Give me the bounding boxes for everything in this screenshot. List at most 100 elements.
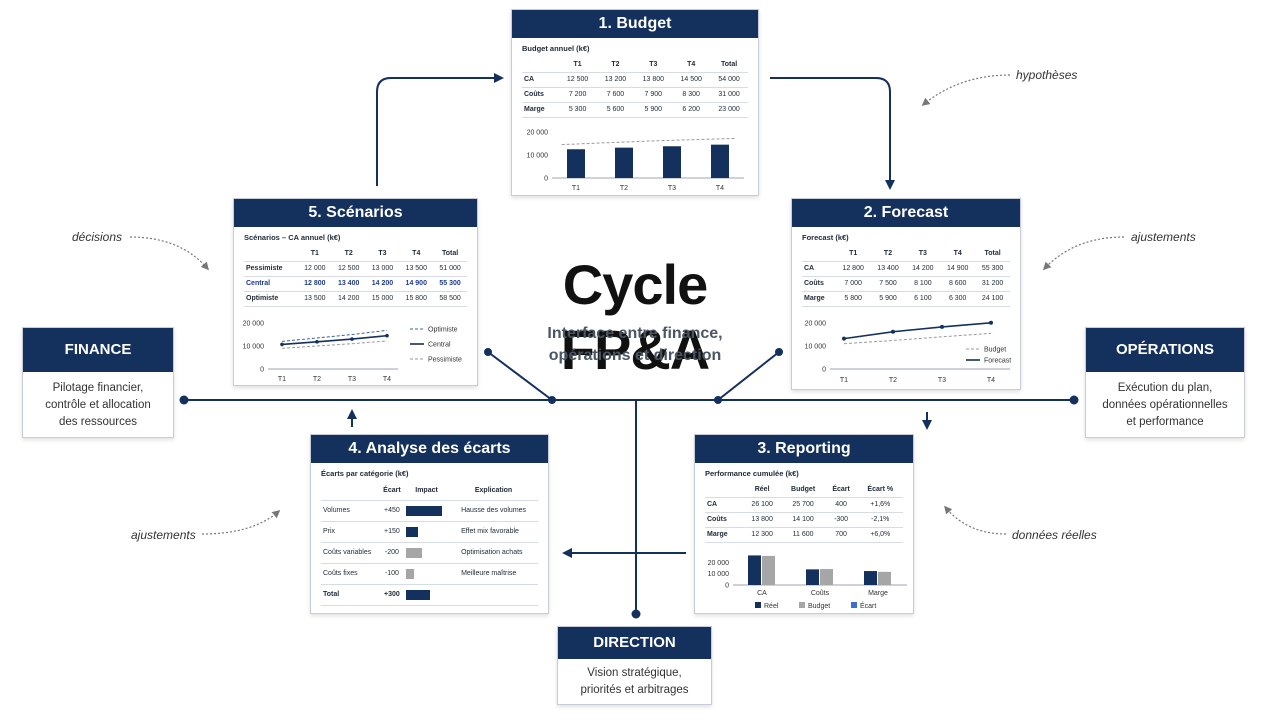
budget-header: T2 — [596, 57, 635, 73]
reporting-header: Réel — [742, 482, 782, 498]
table-cell: 6 300 — [940, 291, 976, 307]
ecarts-panel: 4. Analyse des écarts Écarts par catégor… — [310, 434, 549, 614]
reporting-header: Budget — [781, 482, 825, 498]
budget-table: T1 T2 T3 T4 Total CA 12 500 13 200 13 80… — [522, 57, 748, 118]
y-tick-label: 10 000 — [805, 344, 827, 351]
note-hypotheses: hypothèses — [1016, 68, 1078, 82]
reporting-bar — [748, 555, 761, 585]
table-cell: 8 600 — [940, 276, 976, 292]
finance-title: FINANCE — [23, 328, 173, 372]
reporting-bar — [762, 555, 775, 585]
budget-caption: Budget annuel (k€) — [522, 44, 590, 53]
impact-bar — [406, 547, 423, 558]
note-ajustements-left: ajustements — [131, 528, 196, 542]
forecast-header: Total — [975, 246, 1010, 262]
ecarts-header — [321, 482, 380, 501]
table-cell: 13 200 — [596, 72, 635, 88]
legend-label: Central — [428, 342, 451, 349]
diagram-subtitle: Interface entre finance, opérations et d… — [547, 325, 723, 364]
impact-bar — [406, 589, 431, 600]
impact-bar — [406, 505, 443, 516]
x-tick-label: T4 — [716, 185, 724, 192]
table-cell: 700 — [824, 527, 858, 543]
forecast-point — [989, 320, 993, 325]
scenarios-table: T1 T2 T3 T4 Total Pessimiste 12 000 12 5… — [244, 246, 467, 307]
table-row: Optimiste 13 500 14 200 15 000 15 800 58… — [244, 291, 467, 307]
forecast-series-line — [843, 321, 992, 340]
reporting-caption: Performance cumulée (k€) — [705, 469, 799, 478]
table-cell: 7 200 — [558, 87, 597, 103]
table-cell: 14 200 — [905, 261, 941, 277]
table-cell: Prix — [321, 521, 380, 543]
direction-text: Vision stratégique, priorités et arbitra… — [580, 667, 689, 696]
budget-header: T1 — [558, 57, 597, 73]
impact-bar — [406, 568, 415, 579]
forecast-title: 2. Forecast — [792, 199, 1020, 227]
table-cell: 54 000 — [710, 72, 748, 88]
table-cell: 31 000 — [710, 87, 748, 103]
table-cell: 7 500 — [870, 276, 906, 292]
x-tick-label: Marge — [868, 590, 888, 597]
table-cell: Pessimiste — [244, 261, 298, 277]
x-tick-label: T1 — [278, 376, 286, 383]
budget-bar — [615, 147, 633, 178]
impact-cell — [404, 584, 450, 606]
table-cell: 55 300 — [433, 276, 467, 292]
x-tick-label: T2 — [313, 376, 321, 383]
table-row: CA 26 100 25 700 400 +1,6% — [705, 497, 903, 513]
table-cell: 58 500 — [433, 291, 467, 307]
table-cell: 14 900 — [940, 261, 976, 277]
scenarios-header: T3 — [365, 246, 400, 262]
x-tick-label: T2 — [889, 377, 897, 384]
table-cell: 13 400 — [331, 276, 366, 292]
ecarts-caption: Écarts par catégorie (k€) — [321, 469, 409, 478]
table-cell: 13 400 — [870, 261, 906, 277]
table-cell: 13 800 — [742, 512, 782, 528]
note-arrow-decisions — [129, 236, 209, 271]
hub-dot-forecast — [775, 348, 783, 356]
table-row: CA 12 500 13 200 13 800 14 500 54 000 — [522, 72, 748, 88]
diagram-title: Cycle FP&A — [560, 253, 710, 381]
table-cell: 8 100 — [905, 276, 941, 292]
table-cell: Coûts — [522, 87, 559, 103]
forecast-header: T1 — [835, 246, 871, 262]
table-cell: 12 800 — [297, 276, 332, 292]
table-row: Coûts fixes -100 Meilleure maîtrise — [321, 563, 538, 585]
forecast-header — [802, 246, 836, 262]
reporting-header: Écart % — [857, 482, 903, 498]
hub-spoke-scenarios — [487, 351, 553, 401]
table-cell: 31 200 — [975, 276, 1010, 292]
table-cell: 7 900 — [634, 87, 673, 103]
reporting-header: Écart — [824, 482, 858, 498]
operations-title: OPÉRATIONS — [1086, 328, 1244, 372]
table-row: Coûts variables -200 Optimisation achats — [321, 542, 538, 564]
table-cell: 5 600 — [596, 102, 635, 118]
table-cell: 13 800 — [634, 72, 673, 88]
ecarts-header: Impact — [404, 482, 450, 501]
table-row: CA 12 800 13 400 14 200 14 900 55 300 — [802, 261, 1010, 277]
ecarts-header: Écart — [379, 482, 405, 501]
x-tick-label: T4 — [987, 377, 995, 384]
table-row: Volumes +450 Hausse des volumes — [321, 500, 538, 522]
note-arrow-hypotheses — [921, 74, 1011, 106]
reporting-bar — [820, 569, 833, 585]
x-tick-label: T1 — [840, 377, 848, 384]
y-tick-label: 10 000 — [527, 153, 549, 160]
table-cell: 14 100 — [781, 512, 825, 528]
arrow-budget-forecast — [770, 77, 895, 190]
budget-title: 1. Budget — [512, 10, 758, 38]
y-tick-label: 0 — [822, 367, 826, 374]
forecast-point — [940, 324, 944, 329]
forecast-point — [891, 329, 895, 334]
table-cell: 12 000 — [297, 261, 332, 277]
y-tick-label: 0 — [725, 583, 729, 590]
table-row: Prix +150 Effet mix favorable — [321, 521, 538, 543]
y-tick-label: 20 000 — [805, 321, 827, 328]
table-cell: 12 800 — [835, 261, 871, 277]
table-row: Coûts 13 800 14 100 -300 -2,1% — [705, 512, 903, 528]
note-donnees-reelles: données réelles — [1012, 528, 1097, 542]
budget-header: T3 — [634, 57, 673, 73]
impact-cell — [404, 542, 450, 564]
y-tick-label: 0 — [544, 176, 548, 183]
